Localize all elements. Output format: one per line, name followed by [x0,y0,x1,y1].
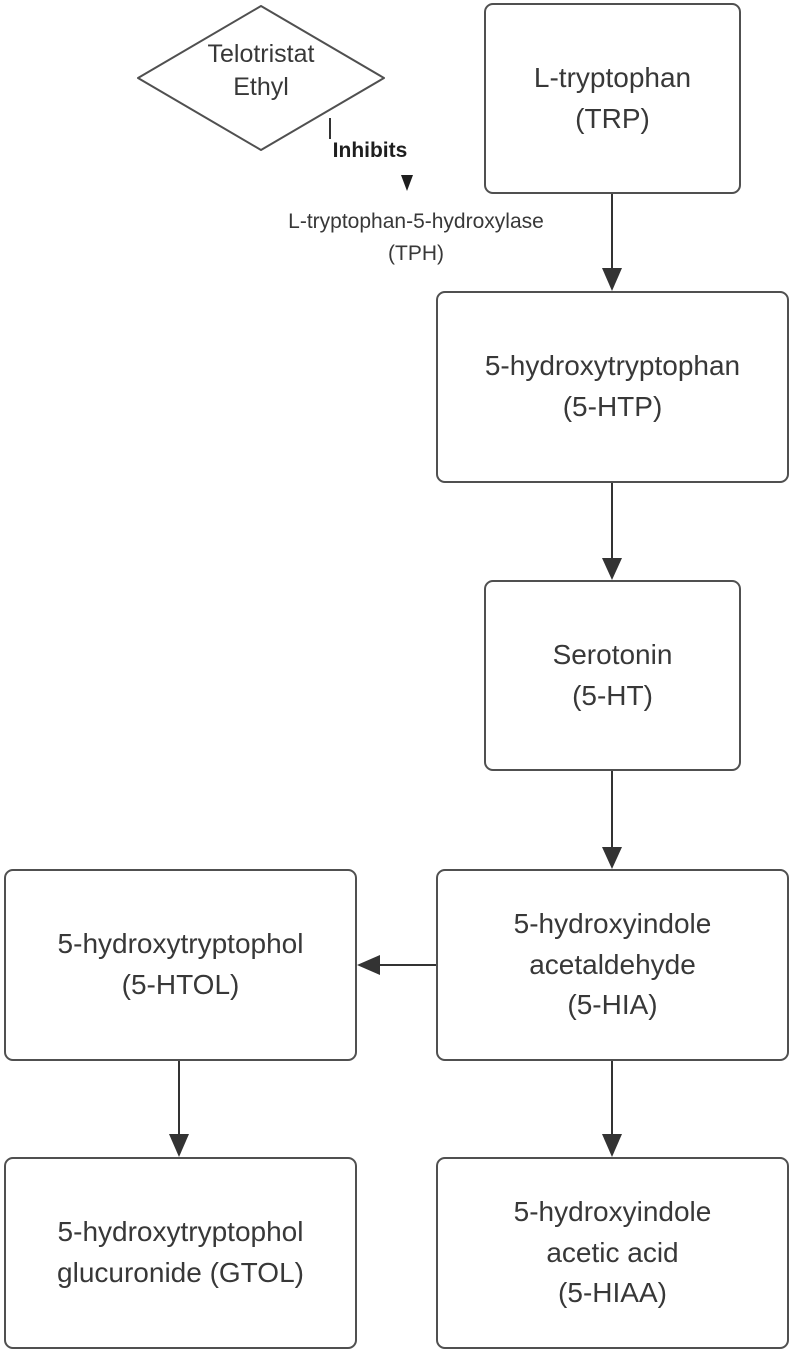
enzyme-label: L-tryptophan-5-hydroxylase (TPH) [226,206,606,269]
node-hia: 5-hydroxyindole acetaldehyde (5-HIA) [436,869,789,1061]
arrow-serotonin-to-hia-head [602,847,622,869]
node-hia-line1: 5-hydroxyindole [513,908,712,940]
enzyme-label-line1: L-tryptophan-5-hydroxylase [288,210,544,233]
inhibit-arrowhead [401,175,413,191]
drug-label-line2: Ethyl [233,72,289,101]
drug-label-line1: Telotristat [207,40,315,68]
node-trp: L-tryptophan (TRP) [484,3,741,194]
node-gtol-line2: glucuronide (GTOL) [57,1257,304,1288]
drug-label: Telotristat Ethyl [138,38,384,103]
node-hiaa-line3: (5-HIAA) [558,1277,667,1309]
node-hiaa-line2: acetic acid [546,1236,679,1268]
arrow-htp-to-serotonin-head [602,558,622,580]
node-htol-line2: (5-HTOL) [121,969,240,1000]
arrow-hia-to-htol-head [357,955,380,975]
node-htp-line1: 5-hydroxytryptophan [484,350,741,382]
node-serotonin: Serotonin (5-HT) [484,580,741,771]
node-trp-line1: L-tryptophan [533,61,692,93]
node-hia-line3: (5-HIA) [567,989,658,1021]
node-serotonin-line1: Serotonin [552,638,673,670]
node-htp-line2: (5-HTP) [562,391,663,422]
node-htp: 5-hydroxytryptophan (5-HTP) [436,291,789,483]
node-serotonin-line2: (5-HT) [572,679,653,711]
node-hia-line2: acetaldehyde [529,948,696,980]
inhibits-label: Inhibits [332,139,408,162]
node-hiaa: 5-hydroxyindole acetic acid (5-HIAA) [436,1157,789,1349]
drug-diamond [137,5,385,151]
node-gtol: 5-hydroxytryptophol glucuronide (GTOL) [4,1157,357,1349]
node-gtol-line1: 5-hydroxytryptophol [57,1216,304,1248]
node-trp-line2: (TRP) [575,102,650,134]
arrow-trp-to-htp-head [602,268,622,291]
node-htol: 5-hydroxytryptophol (5-HTOL) [4,869,357,1061]
node-hiaa-line1: 5-hydroxyindole [513,1196,712,1228]
enzyme-label-line2: (TPH) [388,241,444,265]
arrow-hia-to-hiaa-head [602,1134,622,1157]
node-htol-line1: 5-hydroxytryptophol [57,928,304,960]
arrow-htol-to-gtol-head [169,1134,189,1157]
